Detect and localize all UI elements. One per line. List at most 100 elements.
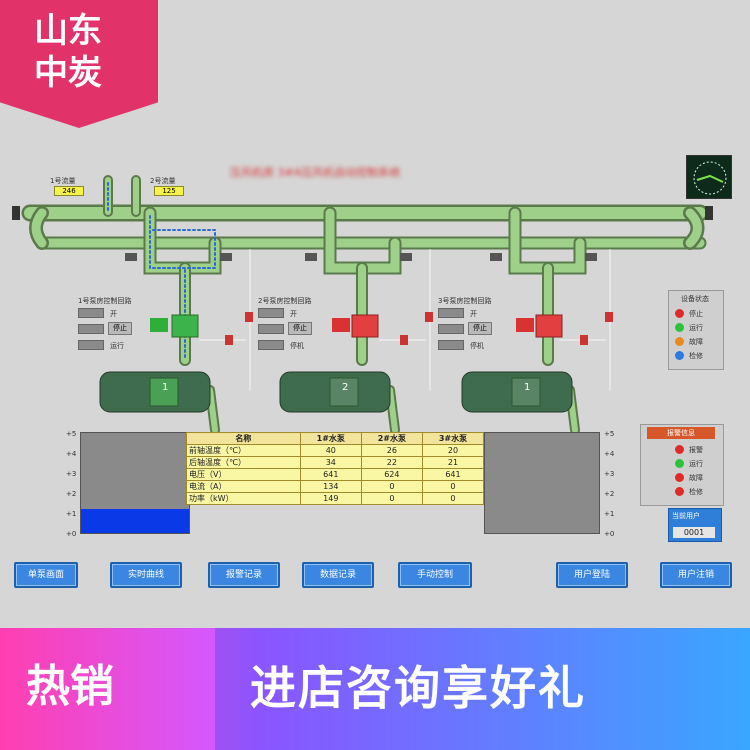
status-label: 故障: [689, 338, 703, 346]
flow-tag-value-1: 246: [54, 186, 84, 196]
brand-line1: 山东: [34, 11, 102, 51]
promo-bar-left: [0, 628, 215, 750]
table-row-label: 前轴温度（℃）: [186, 444, 301, 457]
table-cell: 0: [360, 480, 423, 493]
status-label: 运行: [689, 324, 703, 332]
tank-scale-tick: +3: [604, 470, 615, 478]
tank-scale-tick: +1: [604, 510, 615, 518]
tank-scale-tick: +4: [66, 450, 77, 458]
pump-stop-button[interactable]: 停止: [468, 322, 492, 335]
nav-button-user-logout[interactable]: 用户注销: [660, 562, 732, 588]
tank-scale-tick: +2: [604, 490, 615, 498]
table-header: 1#水泵: [299, 432, 362, 445]
tank-scale-tick: +5: [66, 430, 77, 438]
status-panel-title: 设备状态: [681, 295, 709, 303]
status-dot-repair: [675, 351, 684, 360]
alarm-label: 运行: [689, 460, 703, 468]
pump-stop-button[interactable]: 停止: [288, 322, 312, 335]
table-cell: 641: [299, 468, 362, 481]
pump-state-label: 停机: [290, 342, 304, 350]
pump-open-label: 开: [110, 310, 117, 318]
pump-indicator: [258, 340, 284, 350]
alarm-label: 检修: [689, 488, 703, 496]
nav-button-data-log[interactable]: 数据记录: [302, 562, 374, 588]
table-cell: 149: [299, 492, 362, 505]
table-row-label: 电压（V）: [186, 468, 301, 481]
brand-badge: 山东 中炭: [0, 0, 158, 128]
nav-button-single-pump[interactable]: 单泵画面: [14, 562, 78, 588]
pipe-diagram: [12, 175, 713, 435]
table-row-label: 功率（kW）: [186, 492, 301, 505]
current-user-box: 当前用户 0001: [668, 508, 722, 542]
pump-indicator: [258, 324, 284, 334]
status-dot-stop: [675, 309, 684, 318]
table-cell: 0: [421, 480, 485, 493]
table-cell: 0: [421, 492, 485, 505]
pump-panel-title: 2号泵房控制回路: [258, 297, 312, 305]
table-cell: 34: [299, 456, 362, 469]
table-cell: 40: [299, 444, 362, 457]
table-header-row: 名称 1#水泵 2#水泵 3#水泵: [186, 432, 485, 445]
tank-scale-tick: +4: [604, 450, 615, 458]
alarm-dot: [675, 487, 684, 496]
tank-scale-tick: +2: [66, 490, 77, 498]
left-tank: [80, 432, 190, 534]
status-label: 检修: [689, 352, 703, 360]
table-header: 3#水泵: [421, 432, 485, 445]
table-cell: 26: [360, 444, 423, 457]
tank-scale-tick: +3: [66, 470, 77, 478]
pump-panel-title: 3号泵房控制回路: [438, 297, 492, 305]
pump-indicator: [258, 308, 284, 318]
tank-scale-tick: +1: [66, 510, 77, 518]
clock-icon: [686, 155, 732, 199]
page-title: 压风机房 3#A压风机自动控制系统: [230, 166, 401, 179]
pump-number: 1: [162, 382, 169, 393]
pump-state-label: 运行: [110, 342, 124, 350]
table-header: 名称: [186, 432, 301, 445]
pump-indicator: [438, 308, 464, 318]
table-cell: 20: [421, 444, 485, 457]
table-row-label: 后轴温度（℃）: [186, 456, 301, 469]
pump-number: 1: [524, 382, 531, 393]
alarm-dot: [675, 459, 684, 468]
right-tank: [484, 432, 600, 534]
table-cell: 21: [421, 456, 485, 469]
pump-number: 2: [342, 382, 349, 393]
table-row-label: 电流（A）: [186, 480, 301, 493]
promo-slogan: 进店咨询享好礼: [250, 661, 586, 715]
current-user-title: 当前用户: [672, 512, 700, 520]
nav-button-realtime-curve[interactable]: 实时曲线: [110, 562, 182, 588]
nav-button-manual-control[interactable]: 手动控制: [398, 562, 472, 588]
table-cell: 134: [299, 480, 362, 493]
pump-panel-title: 1号泵房控制回路: [78, 297, 132, 305]
status-dot-fault: [675, 337, 684, 346]
alarm-label: 报警: [689, 446, 703, 454]
status-dot-run: [675, 323, 684, 332]
device-status-panel: 设备状态 停止 运行 故障 检修: [668, 290, 724, 370]
pump-stop-button[interactable]: 停止: [108, 322, 132, 335]
nav-button-user-login[interactable]: 用户登陆: [556, 562, 628, 588]
table-cell: 624: [360, 468, 423, 481]
alarm-status-panel: 报警信息 报警 运行 故障 检修: [640, 424, 724, 506]
pump-open-label: 开: [470, 310, 477, 318]
flow-tag-value-2: 125: [154, 186, 184, 196]
table-cell: 22: [360, 456, 423, 469]
tank-scale-tick: +0: [604, 530, 615, 538]
brand-line2: 中炭: [34, 53, 102, 93]
table-header: 2#水泵: [360, 432, 423, 445]
nav-button-alarm-log[interactable]: 报警记录: [208, 562, 280, 588]
pump-indicator: [78, 308, 104, 318]
alarm-dot: [675, 473, 684, 482]
flow-tag-label-2: 2号流量: [150, 177, 176, 185]
pump-indicator: [78, 324, 104, 334]
tank-scale-tick: +0: [66, 530, 77, 538]
alarm-panel-title: 报警信息: [647, 427, 715, 439]
tank-scale-tick: +5: [604, 430, 615, 438]
alarm-dot: [675, 445, 684, 454]
flow-tag-label-1: 1号流量: [50, 177, 76, 185]
